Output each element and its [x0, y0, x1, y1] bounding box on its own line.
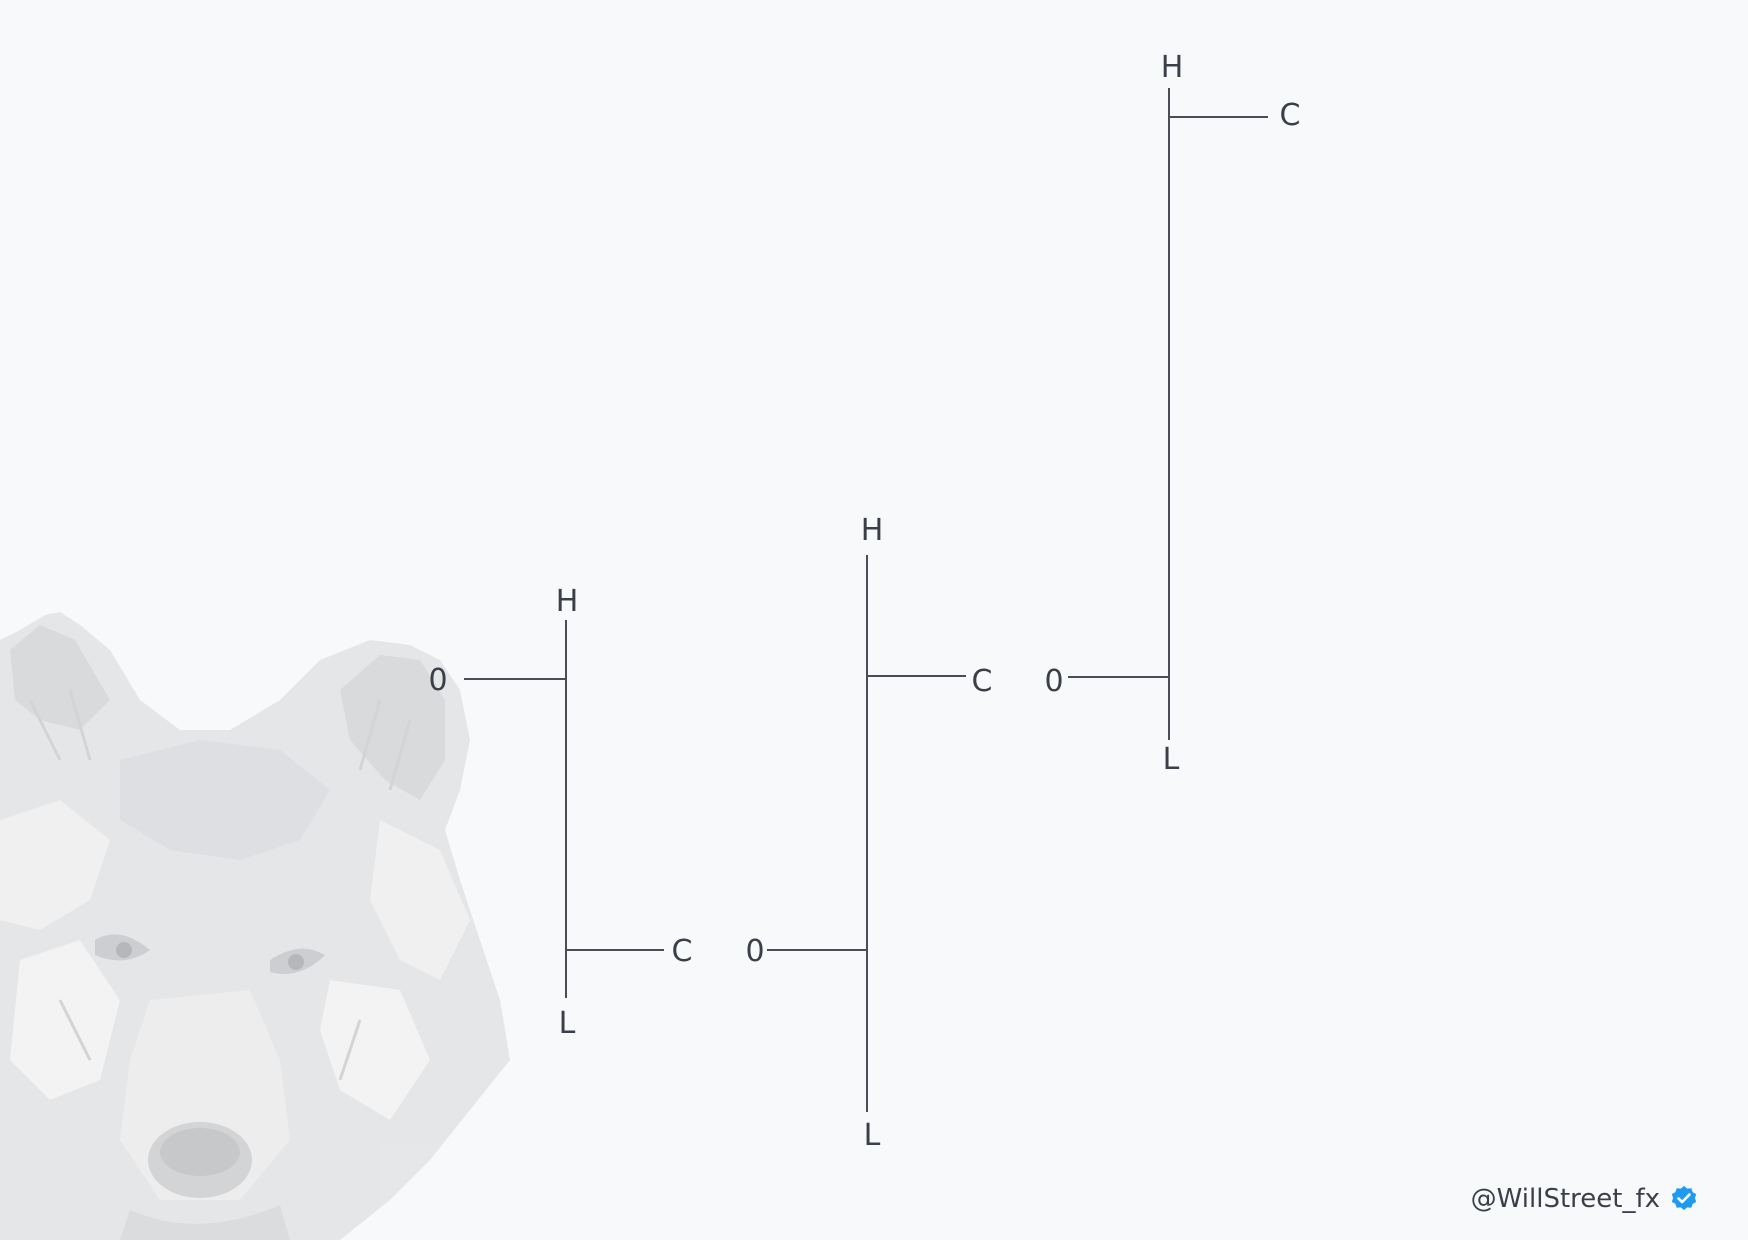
ohlc-bar-1-close-label: C [672, 934, 693, 969]
ohlc-bar-3-open-label: 0 [1044, 664, 1063, 699]
ohlc-bar-1-low-label: L [559, 1006, 576, 1041]
ohlc-bar-2: H L 0 C [745, 513, 992, 1153]
ohlc-bar-2-low-label: L [864, 1118, 881, 1153]
ohlc-bar-3-low-label: L [1163, 742, 1180, 777]
ohlc-bar-2-open-label: 0 [745, 934, 764, 969]
ohlc-bar-3-close-label: C [1280, 98, 1301, 133]
wolf-watermark-logo [0, 612, 510, 1240]
ohlc-bar-1: H L 0 C [428, 584, 692, 1041]
ohlc-bar-3-high-label: H [1161, 50, 1184, 85]
ohlc-bar-2-high-label: H [861, 513, 884, 548]
verified-badge-icon [1671, 1186, 1697, 1210]
ohlc-bar-3: H L 0 C [1044, 50, 1300, 777]
author-handle: @WillStreet_fx [1471, 1184, 1698, 1214]
ohlc-bar-2-close-label: C [972, 664, 993, 699]
ohlc-bar-1-high-label: H [556, 584, 579, 619]
author-handle-text: @WillStreet_fx [1470, 1184, 1660, 1214]
ohlc-bar-1-open-label: 0 [428, 663, 447, 698]
